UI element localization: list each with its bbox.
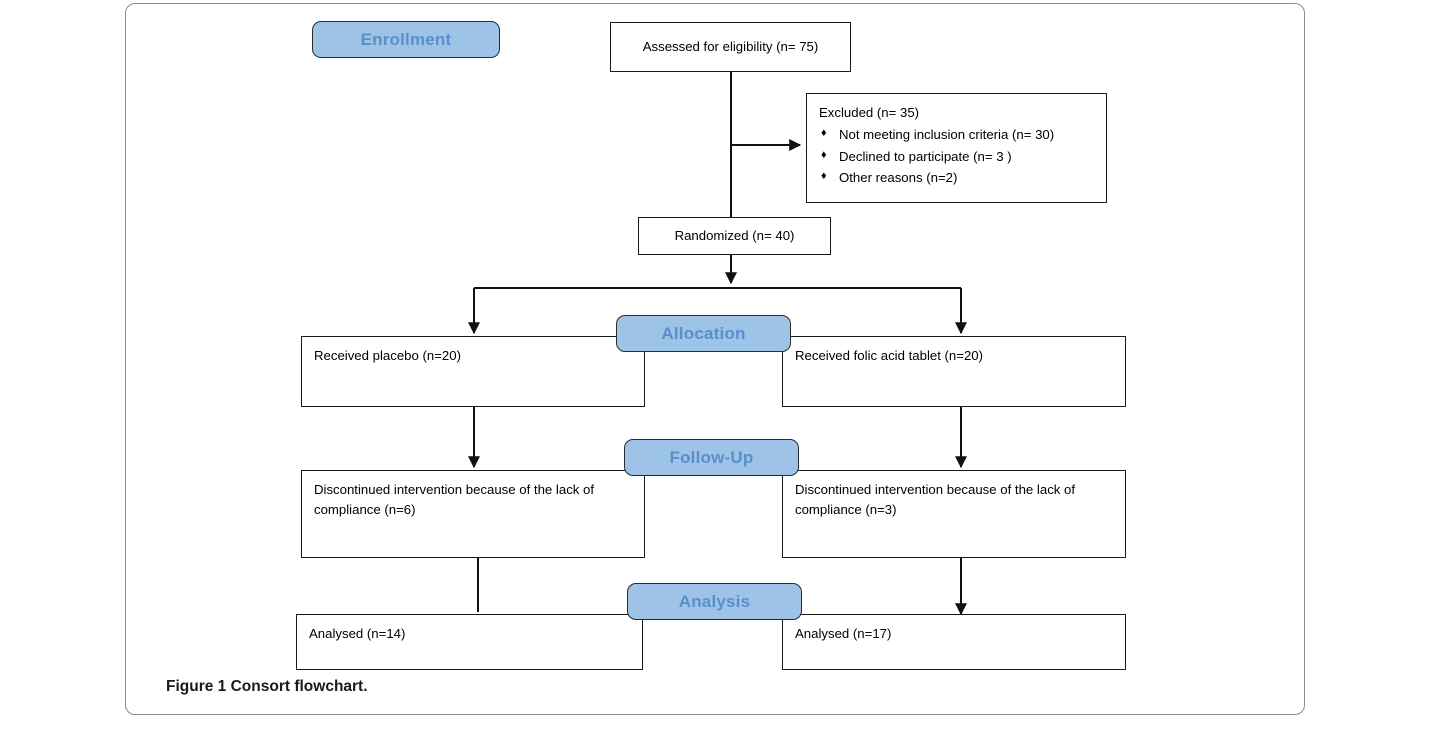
diamond-bullet-icon: ♦ bbox=[821, 148, 827, 161]
stage-badge-followup: Follow-Up bbox=[624, 439, 799, 476]
list-item-label: Declined to participate (n= 3 ) bbox=[839, 148, 1012, 164]
diamond-bullet-icon: ♦ bbox=[821, 127, 827, 140]
node-analysis-right: Analysed (n=17) bbox=[782, 614, 1126, 670]
stage-badge-analysis: Analysis bbox=[627, 583, 802, 620]
stage-badge-enrollment: Enrollment bbox=[312, 21, 500, 58]
node-followup-left: Discontinued intervention because of the… bbox=[301, 470, 645, 558]
node-randomized: Randomized (n= 40) bbox=[638, 217, 831, 255]
node-allocation-left: Received placebo (n=20) bbox=[301, 336, 645, 407]
stage-badge-allocation: Allocation bbox=[616, 315, 791, 352]
node-analysis-left: Analysed (n=14) bbox=[296, 614, 643, 670]
list-item: ♦ Not meeting inclusion criteria (n= 30) bbox=[819, 125, 1094, 145]
list-item: ♦ Declined to participate (n= 3 ) bbox=[819, 147, 1094, 167]
node-allocation-right: Received folic acid tablet (n=20) bbox=[782, 336, 1126, 407]
list-item: ♦ Other reasons (n=2) bbox=[819, 168, 1094, 188]
node-excluded: Excluded (n= 35) ♦ Not meeting inclusion… bbox=[806, 93, 1107, 203]
excluded-reason-list: ♦ Not meeting inclusion criteria (n= 30)… bbox=[819, 125, 1094, 188]
list-item-label: Not meeting inclusion criteria (n= 30) bbox=[839, 127, 1055, 143]
node-assessed-for-eligibility: Assessed for eligibility (n= 75) bbox=[610, 22, 851, 72]
diamond-bullet-icon: ♦ bbox=[821, 170, 827, 183]
node-followup-right: Discontinued intervention because of the… bbox=[782, 470, 1126, 558]
figure-caption: Figure 1 Consort flowchart. bbox=[166, 678, 368, 696]
figure-caption-text: Consort flowchart. bbox=[230, 678, 368, 695]
excluded-title: Excluded (n= 35) bbox=[819, 105, 920, 120]
list-item-label: Other reasons (n=2) bbox=[839, 170, 958, 186]
figure-caption-label: Figure 1 bbox=[166, 678, 227, 695]
